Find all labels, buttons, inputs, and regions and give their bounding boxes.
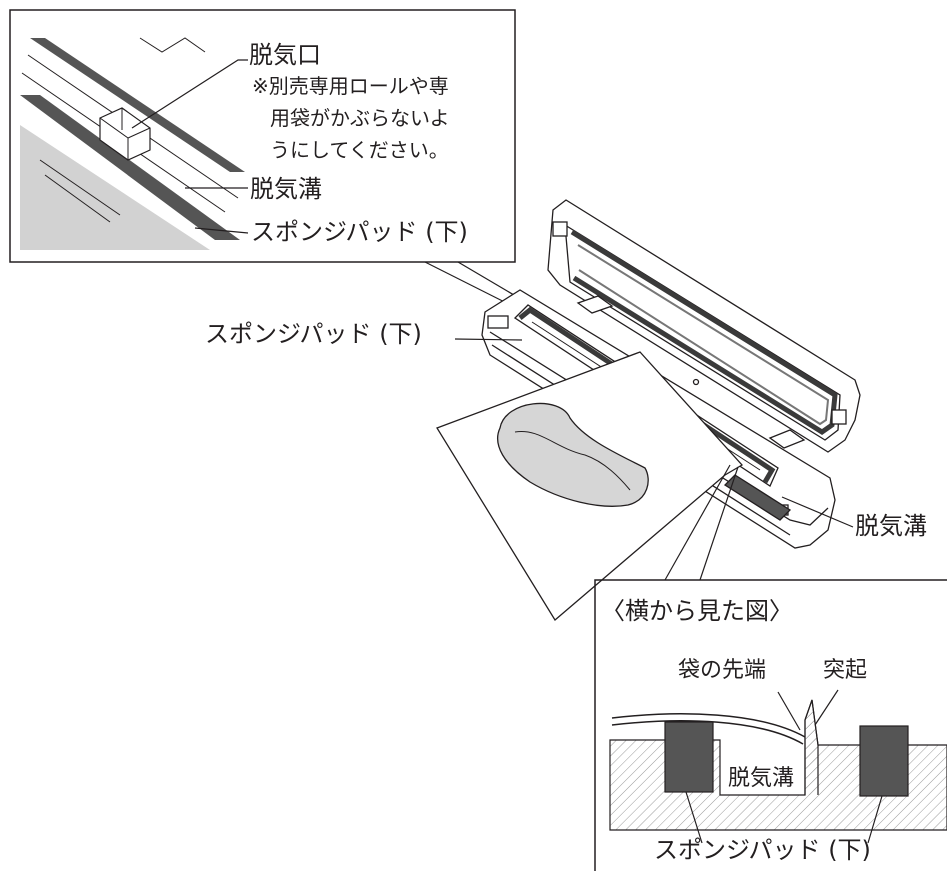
side-view-box xyxy=(594,579,947,871)
side-groove-label: 脱気溝 xyxy=(728,766,795,793)
detail-groove-label: 脱気溝 xyxy=(250,175,322,203)
main-groove-label: 脱気溝 xyxy=(855,512,927,540)
main-pad-label: スポンジパッド (下) xyxy=(205,320,422,348)
detail-note-line3: うにしてください。 xyxy=(270,138,449,162)
detail-note-line2: 用袋がかぶらないよ xyxy=(270,106,450,130)
protrusion-label: 突起 xyxy=(823,658,868,683)
side-view-title: 〈横から見た図〉 xyxy=(601,597,793,625)
detail-pad-label: スポンジパッド (下) xyxy=(251,218,468,246)
detail-note-line1: ※別売専用ロールや専 xyxy=(252,74,449,98)
side-pad-label: スポンジパッド (下) xyxy=(654,836,871,864)
bag-tip-label: 袋の先端 xyxy=(678,658,767,683)
detail-outlet-label: 脱気口 xyxy=(249,41,321,69)
vacuum-sealer xyxy=(481,199,861,549)
detail-box xyxy=(9,9,516,263)
bag xyxy=(436,351,744,621)
